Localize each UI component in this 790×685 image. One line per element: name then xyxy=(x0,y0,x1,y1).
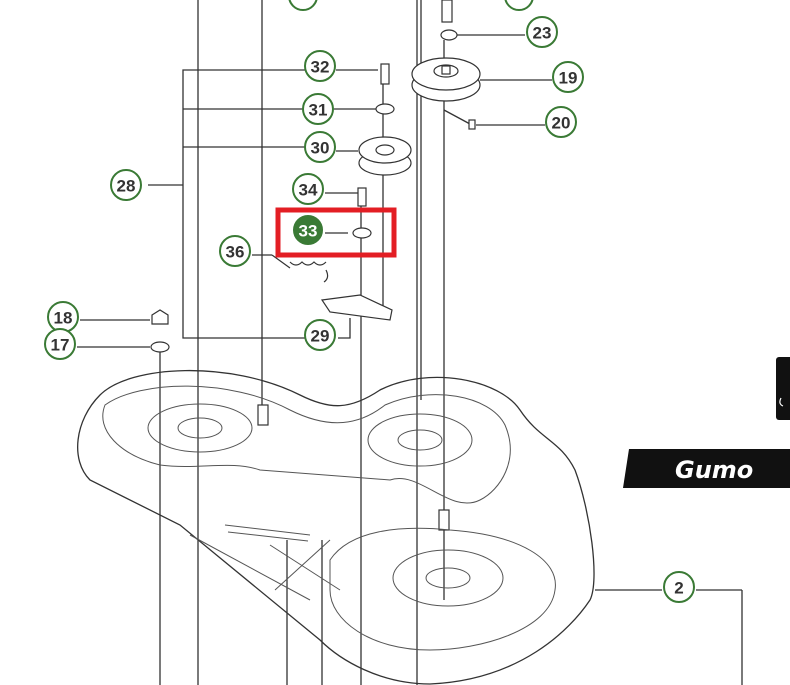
spring-36 xyxy=(271,254,329,283)
bolt-part xyxy=(441,0,453,23)
callout-36[interactable]: 36 xyxy=(219,235,251,267)
mower-deck xyxy=(77,369,595,685)
decal-partial xyxy=(776,357,790,420)
callout-20[interactable]: 20 xyxy=(545,106,577,138)
svg-text:23: 23 xyxy=(533,24,552,43)
bolt-34 xyxy=(357,187,367,207)
callout-partial-top-left[interactable] xyxy=(288,0,318,11)
callout-30[interactable]: 30 xyxy=(304,131,336,163)
svg-text:Gumo: Gumo xyxy=(675,456,753,484)
svg-text:28: 28 xyxy=(117,177,136,196)
callout-34[interactable]: 34 xyxy=(292,173,324,205)
washer-31 xyxy=(375,103,395,115)
svg-text:19: 19 xyxy=(559,69,578,88)
svg-text:34: 34 xyxy=(299,181,318,200)
spindle-part-2 xyxy=(438,509,450,531)
washer-33 xyxy=(352,227,372,239)
callout-28[interactable]: 28 xyxy=(110,169,142,201)
svg-text:36: 36 xyxy=(226,243,245,262)
callout-31[interactable]: 31 xyxy=(302,93,334,125)
svg-text:18: 18 xyxy=(54,309,73,328)
parts xyxy=(150,0,481,531)
highlight-box xyxy=(275,207,397,258)
callout-29[interactable]: 29 xyxy=(304,319,336,351)
svg-text:17: 17 xyxy=(51,336,70,355)
bolt-32 xyxy=(380,63,390,85)
pulley-30 xyxy=(358,136,412,176)
spindle-part xyxy=(257,404,269,426)
callout-17[interactable]: 17 xyxy=(44,328,76,360)
svg-text:30: 30 xyxy=(311,139,330,158)
callout-2[interactable]: 2 xyxy=(663,571,695,603)
callout-partial-top-right[interactable] xyxy=(504,0,534,11)
svg-text:20: 20 xyxy=(552,114,571,133)
svg-text:29: 29 xyxy=(311,327,330,346)
pulley-19 xyxy=(411,57,481,102)
leader-lines xyxy=(77,0,743,685)
svg-text:33: 33 xyxy=(299,222,318,241)
svg-text:31: 31 xyxy=(309,101,328,120)
svg-text:32: 32 xyxy=(311,58,330,77)
key-20 xyxy=(468,119,476,130)
idler-arm-29 xyxy=(320,294,393,321)
callout-18[interactable]: 18 xyxy=(47,301,79,333)
decal-mark xyxy=(779,397,784,407)
callout-33-highlighted[interactable]: 33 xyxy=(293,215,323,245)
nut-18 xyxy=(151,309,169,325)
callout-32[interactable]: 32 xyxy=(304,50,336,82)
brand-logo-decal: Gumo xyxy=(623,449,790,488)
washer-23 xyxy=(440,29,458,41)
svg-text:2: 2 xyxy=(674,579,683,598)
callout-23[interactable]: 23 xyxy=(526,16,558,48)
washer-17 xyxy=(150,341,170,353)
callout-19[interactable]: 19 xyxy=(552,61,584,93)
